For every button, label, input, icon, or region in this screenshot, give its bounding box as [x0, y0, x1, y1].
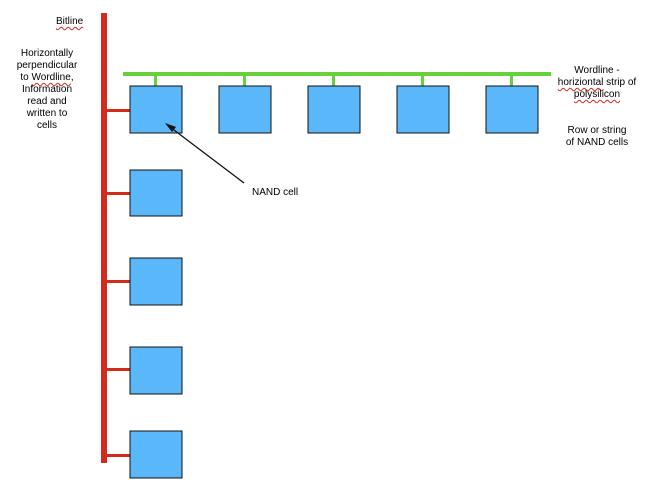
nand-cell	[129, 257, 183, 306]
wordline-bar	[123, 72, 551, 76]
nand-cell	[485, 85, 539, 134]
nand-cell-arrow-head	[165, 123, 176, 132]
wordline-desc-line: polysilicon	[573, 89, 621, 100]
bitline-bar	[101, 13, 107, 463]
bitline-desc-line: cells	[36, 120, 57, 131]
wordline-description: Wordline - horiziontal strip of polysili…	[550, 65, 644, 101]
nand-cell	[129, 85, 183, 134]
nand-cell-arrow-line	[169, 126, 245, 184]
nand-cell	[129, 169, 183, 217]
wordline-desc-line: Wordline -	[574, 65, 620, 76]
bitline-desc-line: Horizontally	[20, 48, 74, 59]
nand-cell	[129, 430, 183, 479]
bitline-desc-line: to Wordline,	[20, 72, 74, 83]
row-desc-line: of NAND cells	[565, 137, 629, 148]
wordline-connector	[154, 76, 157, 86]
bitline-title-text: Bitline	[56, 16, 84, 27]
nand-cell-label: NAND cell	[252, 187, 299, 198]
bitline-connector	[107, 192, 130, 195]
bitline-title: Bitline	[56, 16, 83, 28]
bitline-desc-line: read and	[27, 96, 67, 107]
bitline-connector	[107, 368, 130, 371]
row-desc-line: Row or string	[567, 125, 627, 136]
bitline-connector	[107, 280, 130, 283]
row-description: Row or string of NAND cells	[555, 125, 639, 149]
bitline-connector	[107, 109, 130, 112]
wordline-connector	[510, 76, 513, 86]
wordline-connector	[332, 76, 335, 86]
bitline-desc-line: perpendicular	[16, 60, 78, 71]
wordline-connector	[243, 76, 246, 86]
nand-cell	[218, 85, 272, 134]
bitline-desc-line: Information	[21, 84, 73, 95]
wordline-desc-line: horiziontal strip of	[557, 77, 637, 88]
bitline-description: Horizontally perpendicular to Wordline, …	[8, 48, 86, 132]
nand-cell	[396, 85, 450, 134]
nand-cell	[307, 85, 361, 134]
nand-cell	[129, 346, 183, 395]
bitline-connector	[107, 454, 130, 457]
bitline-desc-line: written to	[26, 108, 68, 119]
wordline-ref: Wordline	[31, 72, 71, 83]
wordline-connector	[421, 76, 424, 86]
